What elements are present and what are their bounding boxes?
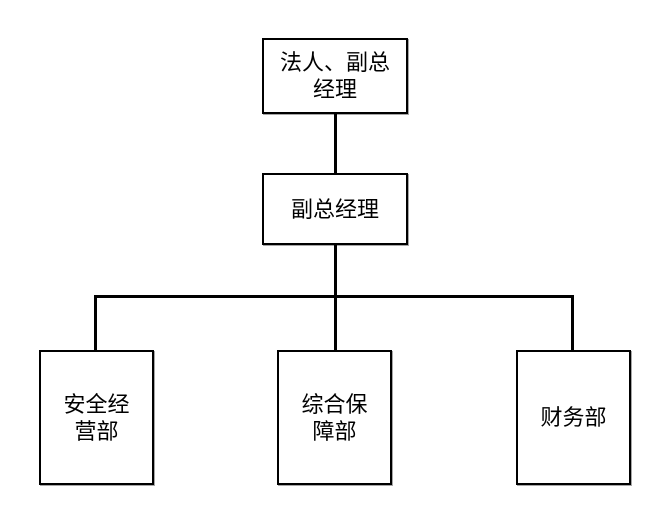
org-node-root: 法人、副总 经理	[262, 38, 408, 114]
org-node-deputy-general-manager-label: 副总经理	[290, 196, 379, 222]
org-node-deputy-general-manager: 副总经理	[262, 173, 408, 245]
org-node-dept-finance: 财务部	[516, 350, 631, 485]
connector-drop-to-dept-finance	[571, 295, 574, 352]
org-node-dept-safety-operations: 安全经 营部	[39, 350, 154, 485]
connector-manager-to-branch-bar	[334, 244, 337, 296]
connector-drop-to-dept-comprehensive-support	[334, 295, 337, 352]
org-node-dept-safety-operations-label: 安全经 营部	[63, 391, 130, 444]
org-node-dept-comprehensive-support-label: 综合保 障部	[301, 391, 368, 444]
connector-root-to-manager	[334, 112, 337, 174]
connector-drop-to-dept-safety-operations	[94, 295, 97, 352]
org-node-root-label: 法人、副总 经理	[279, 50, 390, 102]
org-node-dept-finance-label: 财务部	[540, 405, 607, 430]
org-node-dept-comprehensive-support: 综合保 障部	[277, 350, 392, 485]
